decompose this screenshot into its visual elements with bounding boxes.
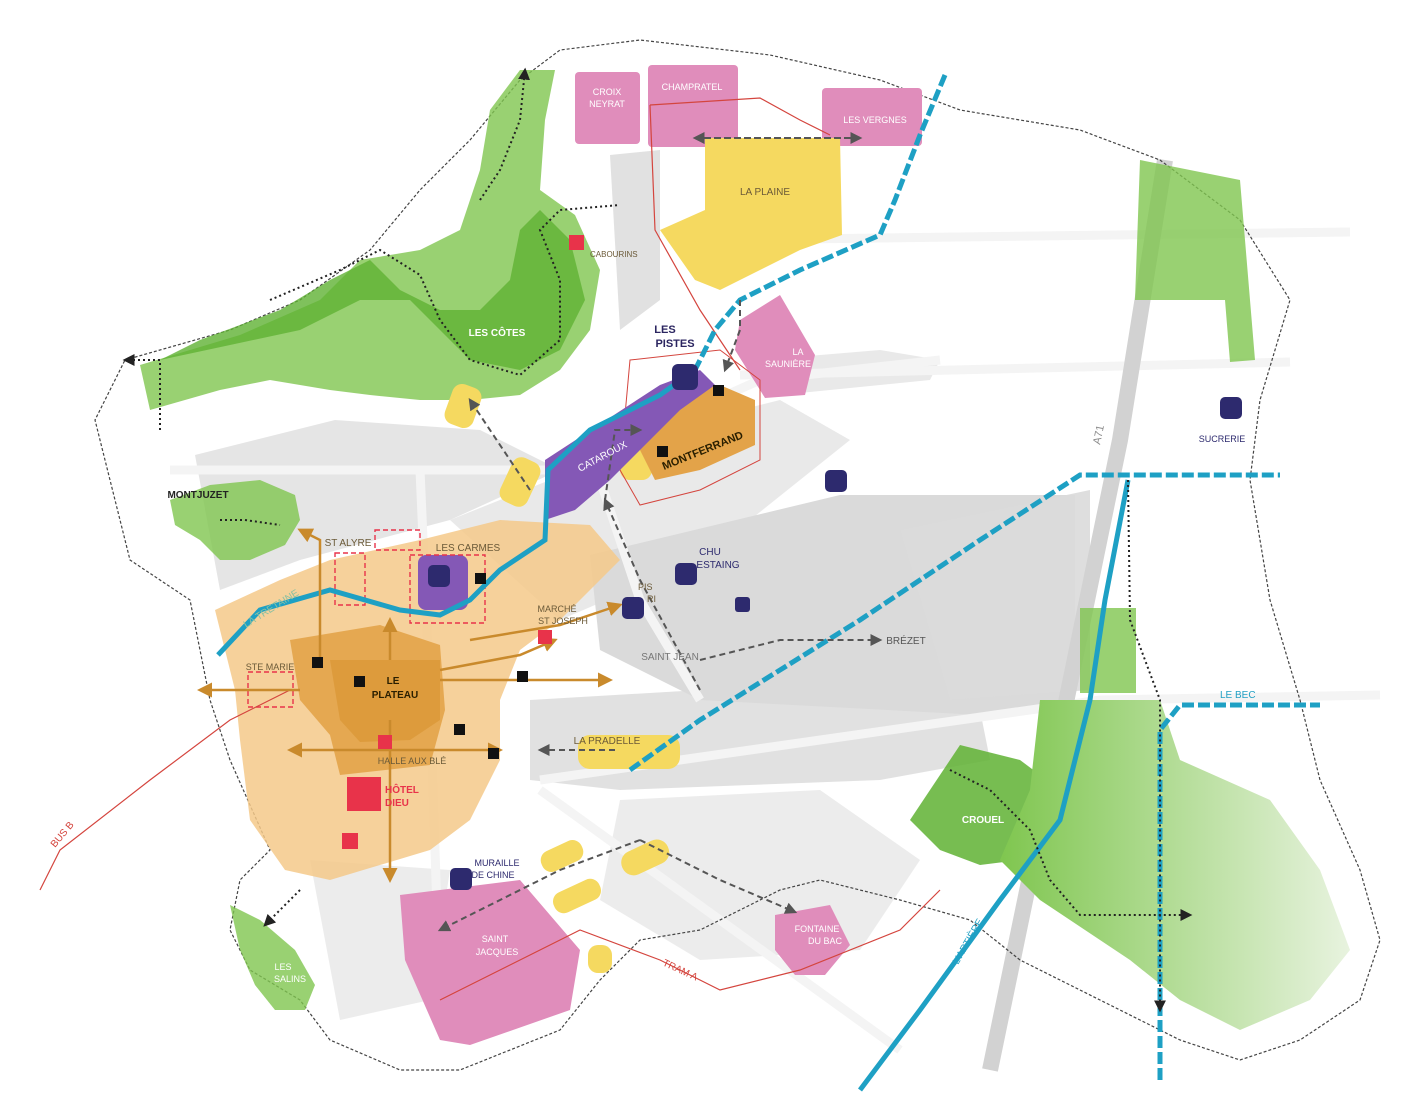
tram-a-label: TRAM A	[661, 958, 700, 984]
east-green-plain	[1000, 700, 1350, 1030]
saint-jean-label: SAINT JEAN	[641, 652, 699, 663]
facility-markers	[428, 364, 1242, 890]
sucrerie-label: SUCRERIE	[1199, 434, 1246, 444]
cataroux-area	[545, 370, 715, 520]
north-bhns-line	[692, 74, 948, 372]
a71-label: A71	[1091, 424, 1107, 446]
montjuzet-label: MONTJUZET	[167, 490, 228, 501]
la-plaine-area	[660, 138, 842, 290]
les-cotes-label: LES CÔTES	[469, 326, 526, 339]
bus-b-label: BUS B	[49, 820, 77, 850]
bus-b-line	[39, 689, 291, 891]
east-green-strip	[1080, 608, 1136, 693]
cabourins-label: CABOURINS	[590, 250, 638, 259]
les-carmes-label: LES CARMES	[436, 543, 501, 554]
brezet-label: BRÉZET	[886, 634, 925, 647]
la-pradelle-area	[578, 735, 680, 769]
le-bec-line	[1157, 702, 1320, 1080]
l-artiere-line	[858, 479, 1131, 1092]
east-green-north	[1135, 160, 1255, 362]
pink-areas	[400, 65, 922, 1045]
les-vergnes-label: LES VERGNES	[843, 115, 907, 125]
la-plaine-label: LA PLAINE	[740, 187, 790, 198]
le-bec-label: LE BEC	[1220, 690, 1256, 701]
les-salins-hill	[230, 905, 315, 1010]
champratel-label: CHAMPRATEL	[662, 82, 723, 92]
pedestrian-paths	[122, 67, 1193, 1013]
yellow-areas	[444, 138, 842, 973]
la-sauniere-area	[735, 295, 815, 398]
crouel-label: CROUEL	[962, 815, 1004, 826]
halle-aux-ble-label: HALLE AUX BLÉ	[378, 756, 447, 766]
ste-marie-label: STE MARIE	[246, 662, 295, 672]
project-zones	[247, 529, 486, 708]
heritage-markers	[342, 235, 584, 849]
station-markers	[312, 385, 724, 759]
champratel-area	[648, 65, 738, 147]
tram-a-line	[439, 889, 941, 1001]
la-pradelle-label: LA PRADELLE	[574, 736, 641, 747]
connection-arrows	[437, 132, 883, 932]
east-bhns-line	[628, 472, 1280, 773]
green-hills	[140, 70, 1350, 1030]
public-transit-lines	[39, 97, 941, 1001]
bhns-lines	[216, 74, 1320, 1092]
st-alyre-label: ST ALYRE	[325, 538, 372, 549]
l-artiere-label: L'ARTIÈRE	[949, 916, 986, 967]
les-vergnes-area	[822, 88, 922, 146]
croix-neyrat-area	[575, 72, 640, 144]
